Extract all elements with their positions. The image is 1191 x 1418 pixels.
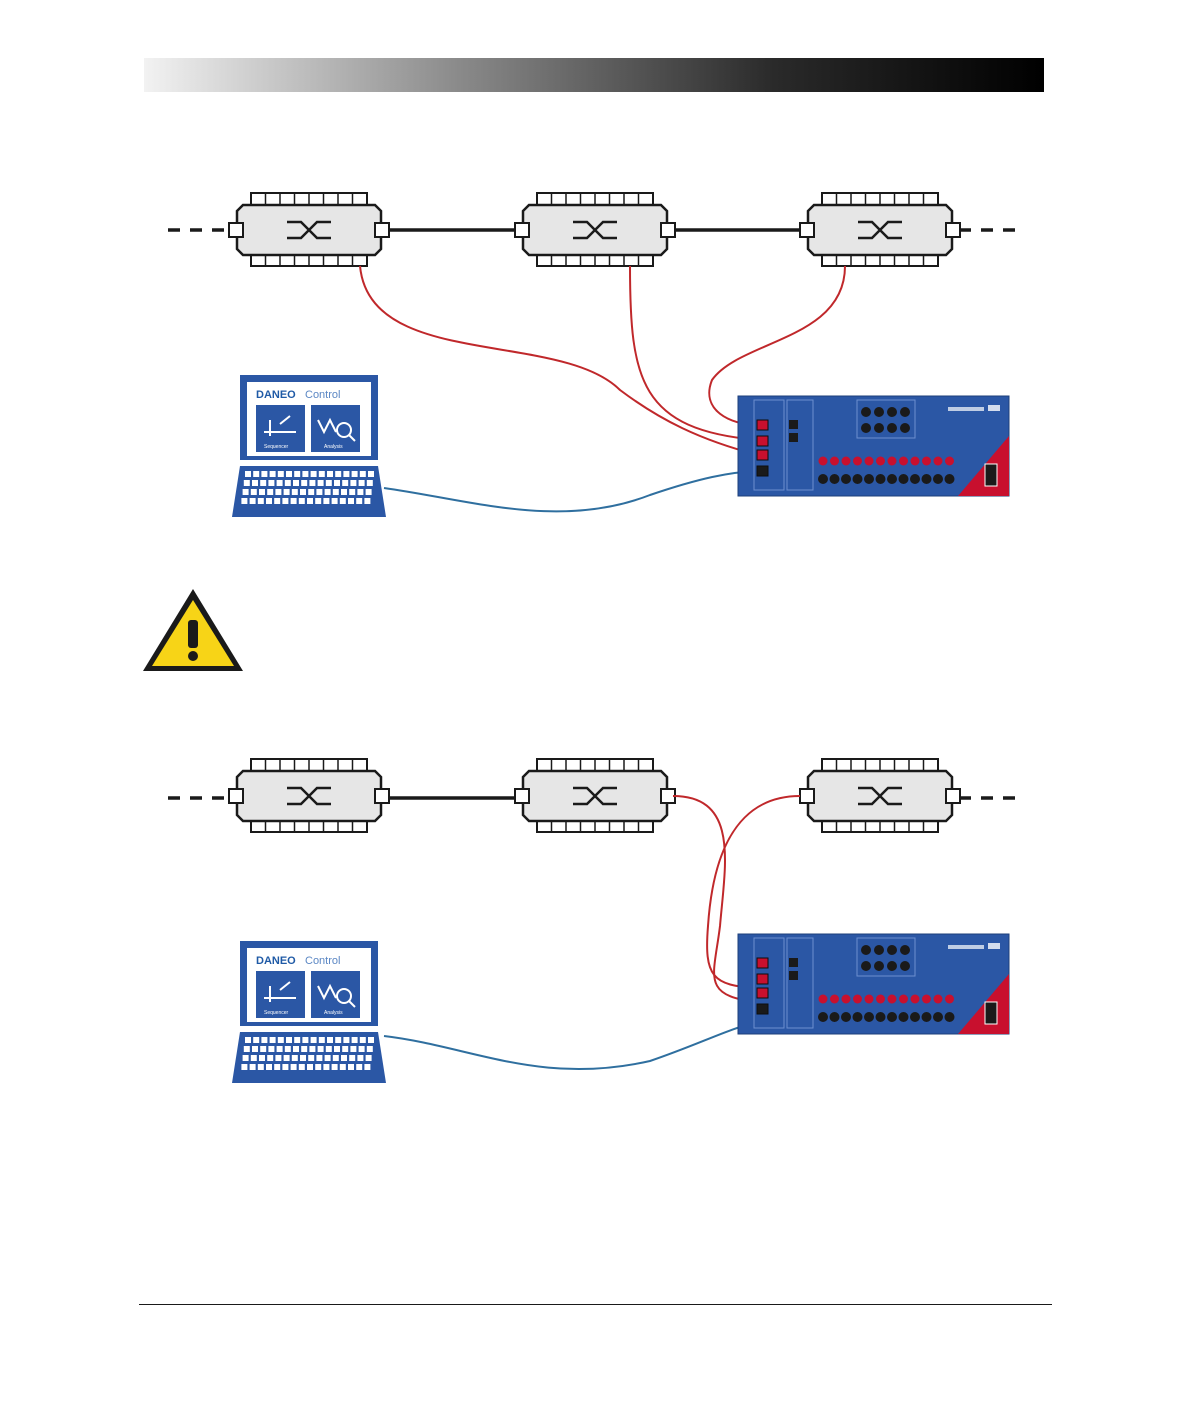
- device-logo-mark: [988, 405, 1000, 411]
- pc-cable: [384, 471, 758, 511]
- ethernet-port: [757, 466, 768, 476]
- switch-port-right: [375, 223, 389, 237]
- switch-port-left: [229, 223, 243, 237]
- switch-port-right: [661, 223, 675, 237]
- switch-port-right: [375, 789, 389, 803]
- ethernet-port: [789, 958, 798, 967]
- software-product: Control: [305, 955, 340, 967]
- switch-port-left: [515, 789, 529, 803]
- switch-port-left: [229, 789, 243, 803]
- ethernet-port: [757, 974, 768, 984]
- software-brand: DANEO: [256, 389, 296, 401]
- ethernet-switch: [515, 193, 675, 266]
- switch-port-right: [661, 789, 675, 803]
- device-logo-mark: [988, 943, 1000, 949]
- ethernet-port: [757, 420, 768, 430]
- test-device-hub: [738, 934, 1009, 1034]
- switch-port-left: [800, 223, 814, 237]
- switch-port-left: [515, 223, 529, 237]
- test-device-hub: [738, 396, 1009, 496]
- ethernet-switch: [229, 759, 389, 832]
- ethernet-switch: [800, 759, 960, 832]
- power-switch: [985, 464, 997, 486]
- ethernet-switch: [515, 759, 675, 832]
- switch-port-right: [946, 223, 960, 237]
- tile-label-left: Sequencer: [264, 1010, 289, 1016]
- ethernet-switch: [800, 193, 960, 266]
- sequencer-tile: Sequencer: [256, 971, 305, 1018]
- tile-label-right: Analysis: [324, 1010, 343, 1016]
- ethernet-port: [757, 436, 768, 446]
- ethernet-port: [757, 1004, 768, 1014]
- software-brand: DANEO: [256, 955, 296, 967]
- hub-group: [738, 934, 1009, 1034]
- analysis-tile: Analysis: [311, 971, 360, 1018]
- switch-port-left: [800, 789, 814, 803]
- ethernet-port: [757, 450, 768, 460]
- software-product: Control: [305, 389, 340, 401]
- sequencer-tile: Sequencer: [256, 405, 305, 452]
- test-cable: [360, 266, 758, 455]
- power-switch: [985, 1002, 997, 1024]
- analysis-tile: Analysis: [311, 405, 360, 452]
- ethernet-port: [789, 971, 798, 980]
- ethernet-port: [757, 958, 768, 968]
- pc-cable: [384, 1022, 758, 1069]
- ethernet-port: [757, 988, 768, 998]
- ethernet-port: [789, 433, 798, 442]
- device-logo: [948, 945, 984, 949]
- switch-port-right: [946, 789, 960, 803]
- tile-label-right: Analysis: [324, 444, 343, 450]
- footer-rule: [139, 1304, 1052, 1305]
- ethernet-port: [789, 420, 798, 429]
- device-logo: [948, 407, 984, 411]
- tile-label-left: Sequencer: [264, 444, 289, 450]
- ethernet-switch: [229, 193, 389, 266]
